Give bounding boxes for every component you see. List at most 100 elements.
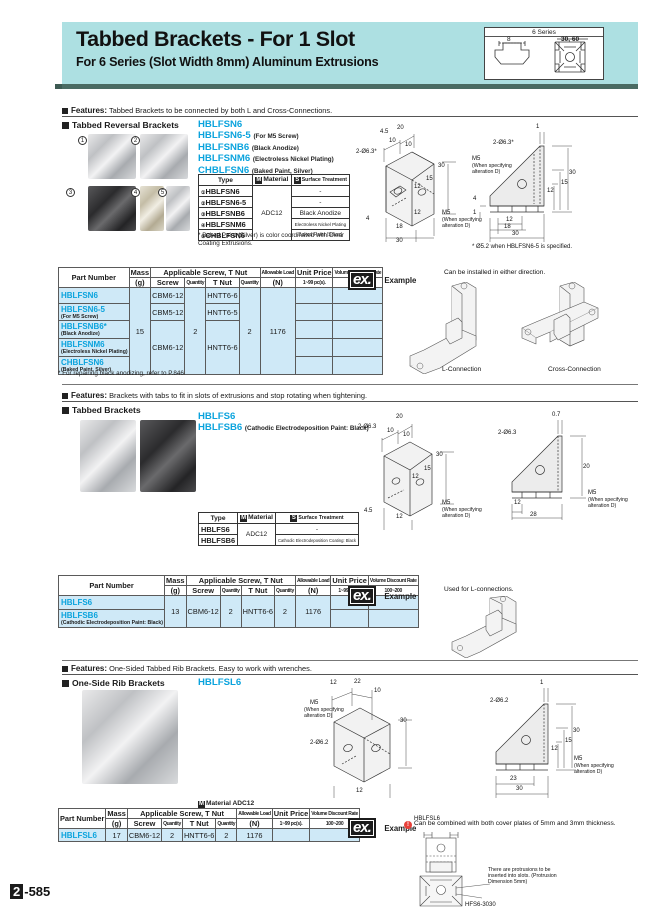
dim3-22: 22: [354, 679, 361, 685]
cell-surface: -: [290, 185, 351, 197]
dim2s-12: 12: [514, 500, 521, 506]
surface-badge-icon: S: [293, 177, 301, 184]
cell-load: 1176: [294, 595, 332, 628]
cell-screw: CBM6-12: [150, 320, 186, 375]
dim3s-23: 23: [510, 776, 517, 782]
table-row: ①HBLFSN6 ADC12 -: [198, 185, 351, 241]
cell-surface: Baked Paint (Silver): [290, 229, 351, 241]
cell-part-number: CHBLFSN6(Baked Paint, Silver): [58, 356, 130, 375]
cell-mass: 17: [105, 828, 128, 842]
cell-tnut: HNTT6-5: [205, 303, 240, 321]
section2-example-drawing: [430, 595, 630, 663]
dim3s-alteration-note: (When specifying alteration D): [574, 763, 614, 775]
section3-feature-label: Features:: [71, 664, 108, 673]
dim-alteration-note-side: (When specifying alteration D): [472, 163, 512, 175]
dim2-12b: 12: [396, 514, 403, 520]
col-type: Type: [197, 512, 239, 524]
bullet-square-icon: [62, 679, 69, 687]
cell-price-1: [294, 356, 334, 375]
col-volume-discount: Volume Discount Rate: [367, 575, 419, 586]
col-unit-price: Unit Price: [330, 575, 369, 586]
table-row: ⑤CHBLFSN6 Baked Paint (Silver): [198, 229, 351, 241]
section3-heading-text: One-Side Rib Brackets: [72, 678, 165, 688]
col-part-number: Part Number: [58, 267, 130, 288]
cell-price-1: [294, 320, 334, 339]
product-photo-hblfsl6: [82, 690, 178, 784]
col-allowable-load: Allowable Load: [259, 267, 296, 278]
example-label: Example: [384, 823, 417, 833]
section1-divider: [62, 384, 638, 385]
section2-side-drawing: 0.7 2-Ø6.3 12 20 28 M5 (When specifying …: [488, 408, 638, 533]
iso-drawing2-svg: [381, 424, 454, 530]
product-photo-1: [88, 134, 136, 179]
dim-2-d63-side: 2-Ø6.3*: [493, 140, 514, 146]
dim-12-side: 12: [547, 188, 554, 194]
dim-30b: 30: [396, 238, 403, 244]
dim2-30: 30: [436, 452, 443, 458]
page-subtitle: For 6 Series (Slot Width 8mm) Aluminum E…: [76, 55, 379, 69]
cell-mass: 15: [128, 287, 152, 375]
dim-18-side: 18: [504, 224, 511, 230]
page-folio: 2-585: [10, 884, 50, 899]
dim3s-15: 15: [565, 738, 572, 744]
bullet-square-icon: [62, 406, 69, 414]
section2-example-caption: Used for L-connections.: [444, 586, 514, 593]
material-badge-icon: M: [255, 177, 263, 184]
cell-screw-qty: 2: [184, 287, 207, 375]
col-tnut: T Nut: [240, 585, 276, 596]
dim2-4-5: 4.5: [364, 508, 373, 514]
dim3-m5: M5: [310, 700, 319, 706]
section1-iso-drawing: 4.5 20 10 10 2-Ø6.3* 30 15 12 12 4 18 30…: [356, 118, 506, 258]
cell-screw: CBM5-12: [150, 303, 186, 321]
dim3s-30b: 30: [516, 786, 523, 792]
col-unit-price: Unit Price: [294, 267, 334, 278]
cell-part-number: HBLFSN6: [58, 287, 130, 304]
dim-30c-side: 30: [512, 231, 519, 237]
dim2-20: 20: [396, 414, 403, 420]
connection-examples-svg: [409, 281, 599, 375]
dim3-30: 30: [400, 718, 407, 724]
cover-plate-example-svg: [419, 832, 491, 907]
cell-surface: Electroless Nickel Plating: [290, 218, 351, 230]
example3-part-label: HBLFSL6: [414, 816, 441, 822]
table-header-row: Part Number Mass Applicable Screw, T Nut…: [57, 575, 419, 596]
dim2s-2-d63: 2-Ø6.3: [498, 430, 517, 436]
col-tnut-qty: Quantity: [274, 585, 296, 596]
dim2s-07: 0.7: [552, 412, 561, 418]
cell-price-1: [294, 303, 334, 321]
section1-example: ex. Example: [348, 270, 416, 290]
col-mass-unit: (g): [164, 585, 187, 596]
section2-part-name-list: HBLFS6 HBLFSB6 (Cathodic Electrodepositi…: [198, 411, 369, 435]
col-price-1: 1~99 pc(s).: [271, 818, 311, 829]
dim3s-12: 12: [551, 746, 558, 752]
col-load-unit: (N): [294, 585, 332, 596]
cell-type: HBLFSB6: [197, 534, 239, 546]
col-allowable-load: Allowable Load: [294, 575, 332, 586]
section2-iso-drawing: 20 2-Ø6.3 10 10 30 15 12 4.5 12 M5 (When…: [356, 408, 506, 543]
cell-price-1: [294, 287, 334, 304]
side-drawing2-svg: [511, 420, 586, 520]
cell-part-number: HBLFSB6(Cathodic Electrodeposition Paint…: [57, 609, 166, 628]
dim3s-m5: M5: [574, 756, 583, 762]
col-applicable: Applicable Screw, T Nut: [126, 808, 238, 819]
dim2s-m5: M5: [588, 490, 597, 496]
section3-heading: One-Side Rib Brackets: [62, 678, 165, 688]
col-price-1: 1~99 pc(s).: [294, 277, 334, 288]
cell-screw: CBM6-12: [185, 595, 221, 628]
table-header-row: Part Number Mass Applicable Screw, T Nut…: [57, 808, 360, 829]
part-name-item: HBLFSN6: [198, 119, 243, 130]
col-mass-unit: (g): [105, 818, 128, 829]
ex-badge-icon: ex.: [348, 818, 376, 838]
page-title: Tabbed Brackets - For 1 Slot: [76, 27, 355, 51]
product-photo-3: [88, 186, 136, 231]
warning-dot-icon: !: [404, 821, 412, 829]
l-connection-example-svg: [451, 595, 517, 659]
dim2s-20: 20: [583, 464, 590, 470]
iso-drawing3-svg: [331, 688, 412, 798]
photo-index-4: 4: [131, 188, 140, 197]
col-screw-qty: Quantity: [161, 818, 183, 829]
